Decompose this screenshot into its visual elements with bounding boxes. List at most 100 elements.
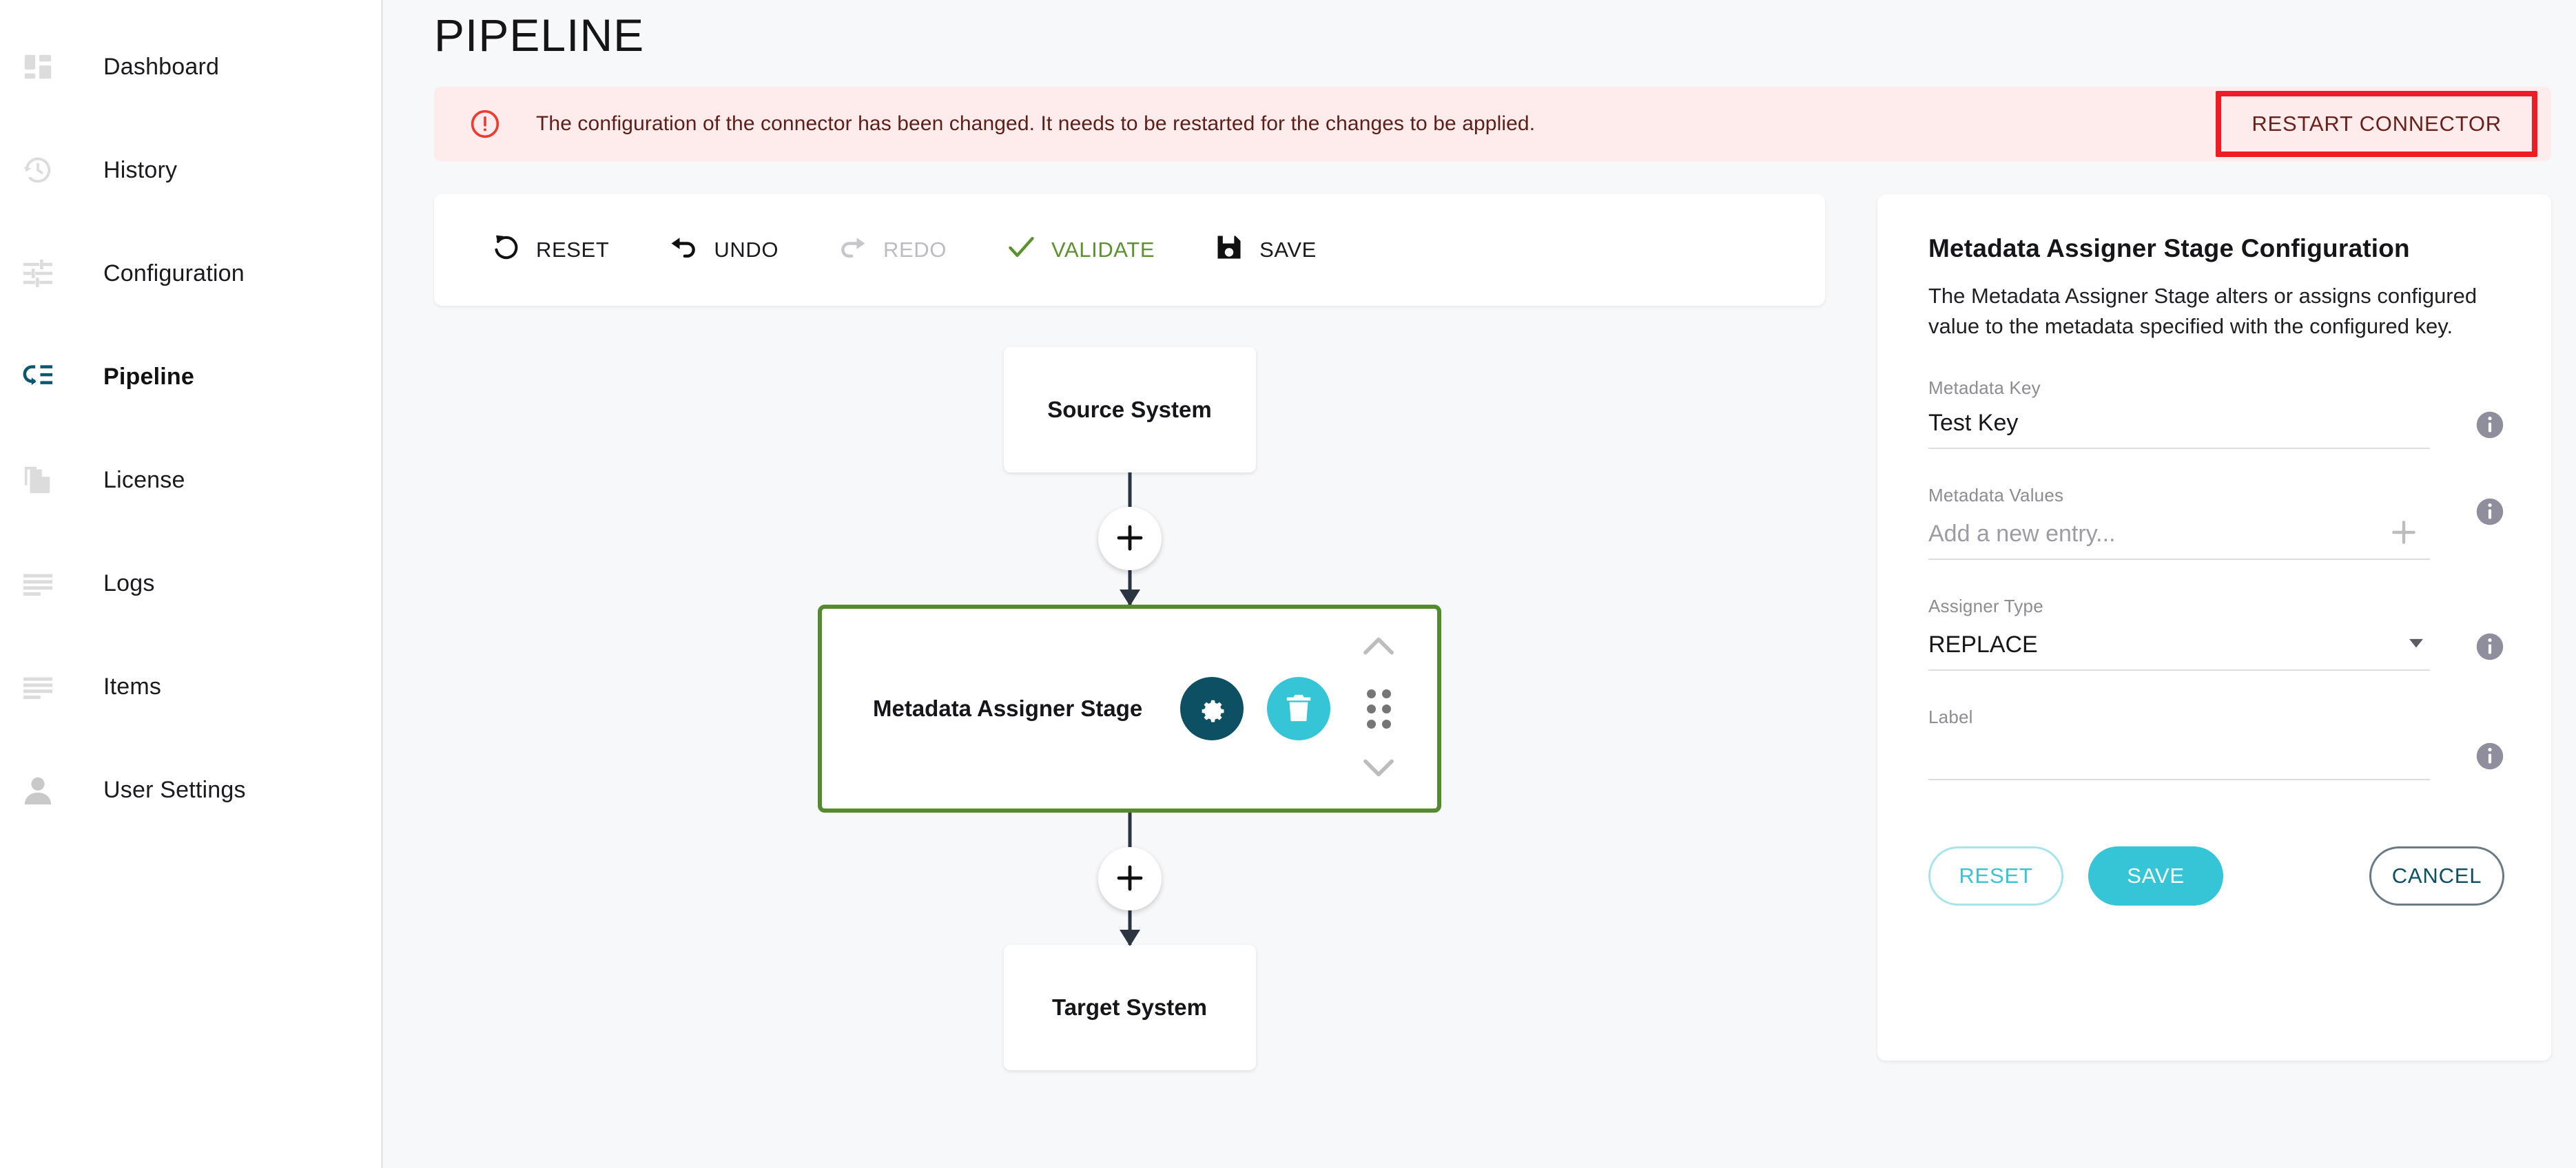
config-reset-button[interactable]: RESET [1928, 846, 2063, 906]
assigner-type-select[interactable]: REPLACE [1928, 628, 2430, 671]
history-icon [15, 147, 61, 193]
user-icon [15, 767, 61, 813]
field-label: Metadata Key [1928, 377, 2041, 399]
field-label: Metadata Values [1928, 485, 2064, 506]
info-icon[interactable] [2475, 497, 2504, 526]
config-panel-description: The Metadata Assigner Stage alters or as… [1928, 284, 2477, 339]
config-save-button[interactable]: SAVE [2088, 846, 2223, 906]
metadata-key-input[interactable]: Test Key [1928, 410, 2430, 450]
alert-message: The configuration of the connector has b… [536, 112, 1536, 135]
redo-button[interactable]: REDO [823, 232, 947, 268]
drag-handle-icon[interactable] [1366, 689, 1391, 729]
chevron-down-icon[interactable] [2402, 628, 2430, 656]
reset-button[interactable]: RESET [475, 232, 609, 268]
sidebar-item-configuration[interactable]: Configuration [0, 249, 381, 298]
sidebar-item-label: Dashboard [103, 53, 220, 80]
pipeline-toolbar: RESET UNDO REDO [434, 194, 1825, 306]
restart-connector-button[interactable]: RESTART CONNECTOR [2216, 91, 2537, 157]
stage-delete-button[interactable] [1267, 677, 1330, 740]
connector-arrow-icon [1119, 590, 1140, 606]
field-label: Label [1928, 707, 1973, 728]
config-panel-title: Metadata Assigner Stage Configuration [1928, 234, 2410, 262]
page-title: PIPELINE [434, 10, 645, 61]
chevron-down-icon[interactable] [1361, 757, 1397, 784]
target-system-node[interactable]: Target System [1003, 945, 1256, 1070]
error-circle-icon [470, 109, 500, 139]
plus-icon [1113, 521, 1146, 556]
metadata-values-input[interactable]: Add a new entry... [1928, 517, 2430, 561]
redo-icon [838, 232, 868, 268]
stage-label: Metadata Assigner Stage [873, 696, 1143, 721]
dashboard-icon [15, 44, 61, 90]
field-label-input: Label [1928, 707, 2504, 781]
pipeline-icon [15, 354, 61, 399]
configuration-icon [15, 251, 61, 296]
content-row: RESET UNDO REDO [434, 194, 2551, 1070]
sidebar-item-label: Configuration [103, 260, 245, 286]
connector-source-to-stage [434, 472, 1825, 606]
sidebar-item-label: Items [103, 673, 162, 700]
check-icon [1006, 232, 1036, 268]
validate-label: VALIDATE [1051, 238, 1155, 262]
field-value: Test Key [1928, 410, 2019, 437]
source-system-label: Source System [1047, 397, 1212, 422]
license-icon [15, 457, 61, 503]
sidebar-item-user-settings[interactable]: User Settings [0, 766, 381, 814]
undo-label: UNDO [714, 238, 779, 262]
save-button[interactable]: SAVE [1199, 232, 1317, 268]
chevron-up-icon[interactable] [1361, 634, 1397, 660]
add-entry-icon[interactable] [2389, 517, 2419, 548]
source-system-node[interactable]: Source System [1003, 347, 1256, 472]
target-system-label: Target System [1052, 994, 1207, 1020]
undo-button[interactable]: UNDO [653, 232, 779, 268]
sidebar-item-label: User Settings [103, 776, 246, 803]
sidebar-item-label: Logs [103, 570, 155, 596]
logs-icon [15, 561, 61, 606]
undo-icon [668, 232, 699, 268]
sidebar-item-logs[interactable]: Logs [0, 559, 381, 607]
stage-side-controls [1354, 609, 1403, 809]
config-panel-actions: RESET SAVE CANCEL [1928, 846, 2504, 906]
field-value: REPLACE [1928, 632, 2038, 658]
sidebar-item-dashboard[interactable]: Dashboard [0, 43, 381, 91]
info-icon[interactable] [2475, 632, 2504, 661]
sidebar-item-label: License [103, 466, 185, 493]
pipeline-flow: Source System Metadata Assigner Stage [434, 347, 1825, 1070]
field-label: Assigner Type [1928, 596, 2043, 617]
info-icon[interactable] [2475, 742, 2504, 771]
sidebar-item-pipeline[interactable]: Pipeline [0, 353, 381, 401]
reset-label: RESET [536, 238, 610, 262]
add-stage-button-top[interactable] [1098, 507, 1162, 570]
connector-arrow-icon [1119, 930, 1140, 946]
sidebar-item-items[interactable]: Items [0, 663, 381, 711]
sidebar-item-license[interactable]: License [0, 456, 381, 504]
field-metadata-key: Metadata Key Test Key [1928, 377, 2504, 450]
label-input[interactable] [1928, 739, 2430, 781]
pipeline-canvas-column: RESET UNDO REDO [434, 194, 1825, 1070]
gear-icon [1196, 692, 1228, 726]
sidebar: Dashboard History Configuration Pipeline [0, 0, 383, 1168]
field-placeholder: Add a new entry... [1928, 521, 2116, 548]
trash-icon [1283, 692, 1315, 726]
field-assigner-type: Assigner Type REPLACE [1928, 596, 2504, 671]
save-disk-icon [1214, 232, 1244, 268]
metadata-assigner-stage-node[interactable]: Metadata Assigner Stage [818, 605, 1441, 813]
add-stage-button-bottom[interactable] [1098, 847, 1162, 910]
stage-configuration-panel: Metadata Assigner Stage Configuration Th… [1877, 194, 2551, 1061]
save-label: SAVE [1259, 238, 1317, 262]
redo-label: REDO [883, 238, 947, 262]
field-metadata-values: Metadata Values Add a new entry... [1928, 485, 2504, 561]
validate-button[interactable]: VALIDATE [991, 232, 1155, 268]
items-icon [15, 664, 61, 709]
connector-stage-to-target [434, 813, 1825, 946]
reset-icon [491, 232, 521, 268]
stage-actions [1180, 677, 1330, 740]
field-value [1928, 739, 2430, 768]
info-icon[interactable] [2475, 410, 2504, 439]
stage-settings-button[interactable] [1180, 677, 1244, 740]
sidebar-item-history[interactable]: History [0, 146, 381, 194]
sidebar-item-label: Pipeline [103, 363, 194, 390]
plus-icon [1113, 862, 1146, 897]
config-cancel-button[interactable]: CANCEL [2369, 846, 2504, 906]
